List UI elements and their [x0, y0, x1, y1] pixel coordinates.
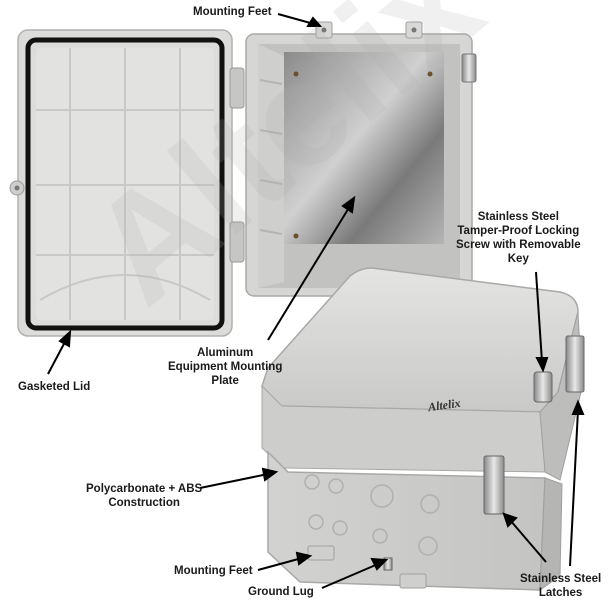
knockouts — [304, 474, 440, 556]
label-mounting-feet-bottom: Mounting Feet — [174, 565, 253, 577]
label-line: Tamper-Proof Locking — [457, 225, 580, 237]
closed-box — [261, 267, 585, 591]
open-box — [245, 21, 477, 297]
label-ground-lug: Ground Lug — [248, 586, 314, 598]
label-latches: Stainless Steel Latches — [520, 572, 601, 600]
locking-screw — [533, 371, 553, 403]
label-line: Latches — [538, 587, 583, 599]
label-line: Equipment Mounting — [168, 361, 283, 373]
label-line: Construction — [108, 497, 180, 509]
label-line: Polycarbonate + ABS — [86, 483, 203, 495]
label-line: Key — [507, 253, 529, 265]
gasket-ring — [25, 37, 225, 331]
label-construction: Polycarbonate + ABS Construction — [86, 482, 202, 510]
label-line: Screw with Removable — [456, 239, 581, 251]
latch-front — [483, 455, 505, 515]
label-stainless-screw: Stainless Steel Tamper-Proof Locking Scr… — [456, 210, 581, 266]
label-line: Stainless Steel — [477, 211, 559, 223]
label-line: Aluminum — [197, 347, 254, 359]
open-box-latch — [461, 53, 477, 83]
callout-arrows — [47, 13, 585, 589]
label-mounting-feet-top: Mounting Feet — [193, 6, 272, 18]
mounting-foot-bottom-2 — [399, 573, 427, 589]
open-lid — [9, 29, 233, 337]
aluminum-plate — [284, 52, 444, 244]
hinges — [229, 67, 245, 263]
label-gasketed-lid: Gasketed Lid — [18, 381, 91, 393]
mounting-foot-bottom-1 — [307, 545, 335, 561]
latch-side — [565, 335, 585, 393]
label-line: Plate — [211, 375, 239, 387]
label-aluminum-plate: Aluminum Equipment Mounting Plate — [168, 346, 282, 388]
ground-lug — [383, 557, 393, 571]
label-line: Stainless Steel — [520, 573, 602, 585]
